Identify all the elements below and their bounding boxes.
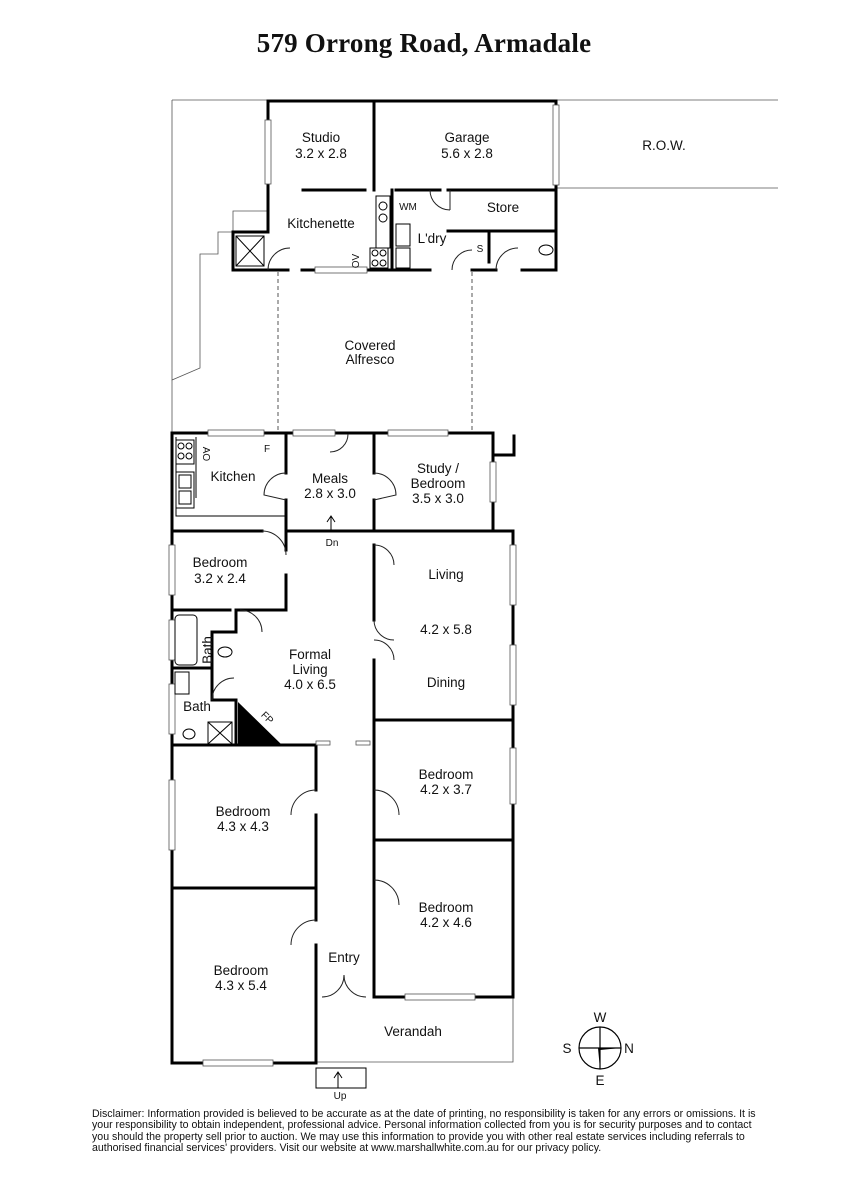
plan-title: 579 Orrong Road, Armadale (256, 28, 592, 58)
study-label-2: Bedroom (411, 476, 466, 491)
bedroom-2-label: Bedroom (419, 767, 474, 782)
shower-icon (235, 235, 265, 267)
study-label: Study / (417, 461, 459, 476)
dining-label: Dining (427, 675, 465, 690)
study-side-window (489, 461, 497, 503)
kitchenette-door (267, 247, 291, 271)
room-labels: Studio 3.2 x 2.8 Garage 5.6 x 2.8 R.O.W.… (183, 130, 686, 1102)
outbuilding (231, 99, 560, 274)
formal-living-dims: 4.0 x 6.5 (284, 677, 336, 692)
study-window (387, 429, 449, 437)
kitchen-label: Kitchen (210, 469, 255, 484)
kitchen-sink-icon (175, 471, 195, 509)
bedroom-1-label: Bedroom (193, 555, 248, 570)
s-label: S (477, 244, 484, 255)
living-label: Living (428, 567, 463, 582)
dn-label: Dn (326, 538, 339, 549)
bedroom-3-label: Bedroom (216, 804, 271, 819)
main-house (168, 429, 517, 1089)
studio-label: Studio (302, 130, 340, 145)
alfresco-label-2: Alfresco (346, 352, 395, 367)
compass-e: E (595, 1073, 604, 1088)
front-bedroom-window (202, 1059, 274, 1067)
garage-dims: 5.6 x 2.8 (441, 146, 493, 161)
bedroom-1-dims: 3.2 x 2.4 (194, 571, 246, 586)
formal-living-label-2: Living (292, 662, 327, 677)
ao-label: AO (200, 447, 211, 462)
alfresco-outline (277, 272, 473, 432)
shower-icon (207, 721, 233, 745)
compass-w: W (594, 1010, 607, 1025)
bathtub-icon (174, 614, 198, 666)
studio-dims: 3.2 x 2.8 (295, 146, 347, 161)
studio-window (264, 119, 272, 185)
living-dims: 4.2 x 5.8 (420, 622, 472, 637)
bedroom-5-dims: 4.3 x 5.4 (215, 978, 267, 993)
cooktop-icon (369, 247, 389, 269)
bedroom-4-dims: 4.2 x 4.6 (420, 915, 472, 930)
toilet-icon (182, 728, 196, 740)
compass-n: N (624, 1041, 634, 1056)
property-boundary (171, 99, 778, 1063)
meals-label: Meals (312, 471, 348, 486)
living-window (509, 544, 517, 606)
meals-window (292, 429, 336, 437)
laundry-label: L'dry (418, 231, 447, 246)
kitchen-window (207, 429, 265, 437)
stair-arrow-icon (326, 515, 336, 531)
fireplace-icon (238, 702, 282, 745)
bath-1-label: Bath (200, 636, 215, 664)
garage-door (552, 104, 560, 186)
kitchenette-window (314, 266, 368, 274)
oven-label: OV (351, 253, 362, 268)
verandah-label: Verandah (384, 1024, 442, 1039)
fireplace-label: FP (258, 710, 275, 727)
entry-label: Entry (328, 950, 360, 965)
cooktop-icon (175, 439, 195, 465)
laundry-tub-icon (395, 223, 411, 247)
garage-label: Garage (444, 130, 489, 145)
store-label: Store (487, 200, 519, 215)
bedroom-window (168, 544, 176, 596)
front-steps (315, 1067, 367, 1089)
compass-icon: W S N E (562, 1010, 633, 1088)
kitchenette-label: Kitchenette (287, 216, 355, 231)
bedroom-3-dims: 4.3 x 4.3 (217, 819, 269, 834)
toilet-icon (538, 244, 554, 256)
formal-living-label: Formal (289, 647, 331, 662)
bath-2-label: Bath (183, 699, 211, 714)
wm-label: WM (399, 202, 417, 213)
bedroom-4-label: Bedroom (419, 900, 474, 915)
meals-dims: 2.8 x 3.0 (304, 486, 356, 501)
fridge-label: F (264, 444, 270, 455)
bedroom-5-label: Bedroom (214, 963, 269, 978)
front-window (404, 993, 476, 1001)
up-label: Up (334, 1091, 347, 1102)
study-dims: 3.5 x 3.0 (412, 491, 464, 506)
row-label: R.O.W. (642, 138, 686, 153)
toilet-icon (217, 646, 233, 658)
alfresco-label-1: Covered (344, 338, 395, 353)
washing-machine-icon (395, 247, 411, 269)
disclaimer-text: Disclaimer: Information provided is beli… (92, 1108, 756, 1155)
bedroom-2-dims: 4.2 x 3.7 (420, 782, 472, 797)
compass-s: S (562, 1041, 571, 1056)
basin-icon (174, 671, 190, 695)
